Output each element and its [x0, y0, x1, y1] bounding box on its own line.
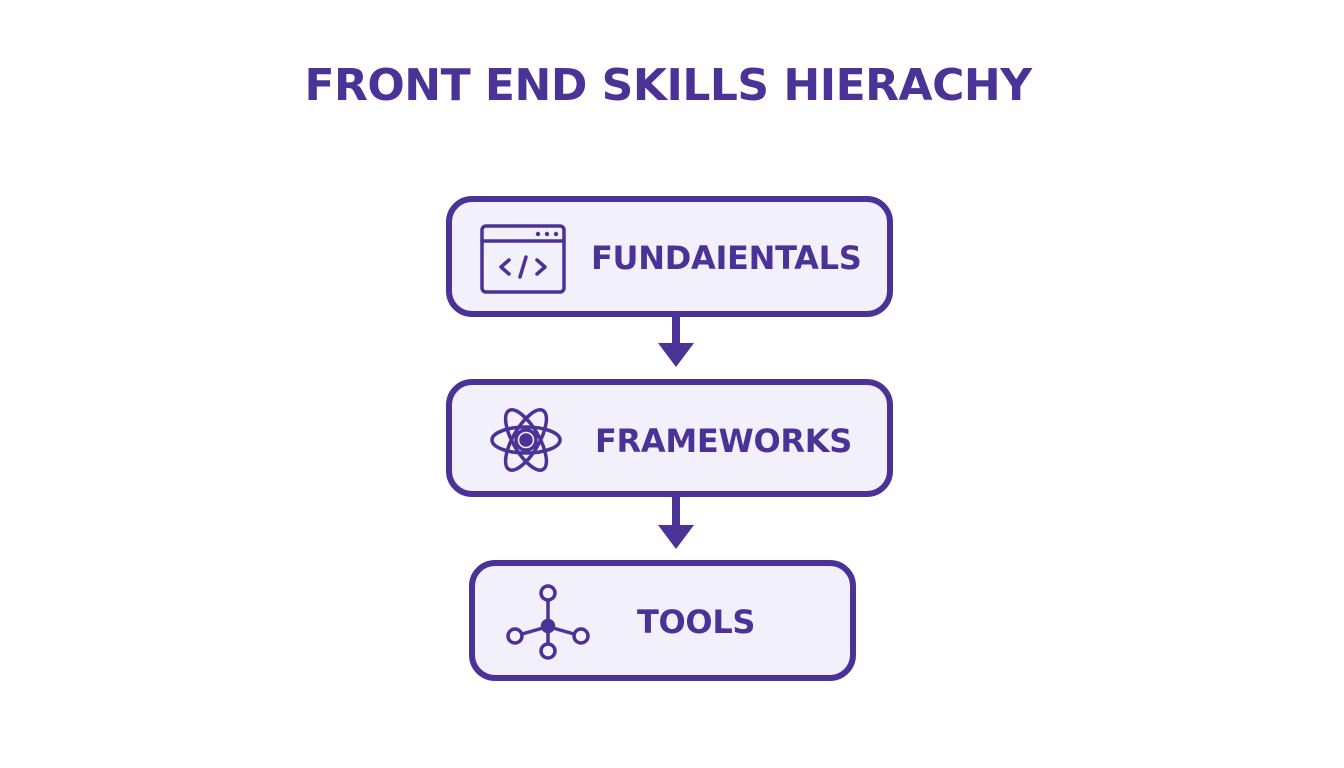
code-window-icon — [480, 224, 566, 294]
level-label-fundamentals: FUNDAIENTALS — [591, 239, 862, 277]
node-graph-icon — [505, 583, 591, 663]
down-arrow-icon — [656, 316, 696, 368]
level-box-frameworks: FRAMEWORKS — [446, 379, 893, 497]
level-label-tools: TOOLS — [637, 603, 756, 641]
diagram-title: FRONT END SKILLS HIERACHY — [304, 60, 1032, 111]
atom-icon — [488, 403, 564, 477]
level-label-frameworks: FRAMEWORKS — [595, 422, 852, 460]
down-arrow-icon — [656, 496, 696, 550]
level-box-tools: TOOLS — [469, 560, 856, 681]
level-box-fundamentals: FUNDAIENTALS — [446, 196, 893, 317]
